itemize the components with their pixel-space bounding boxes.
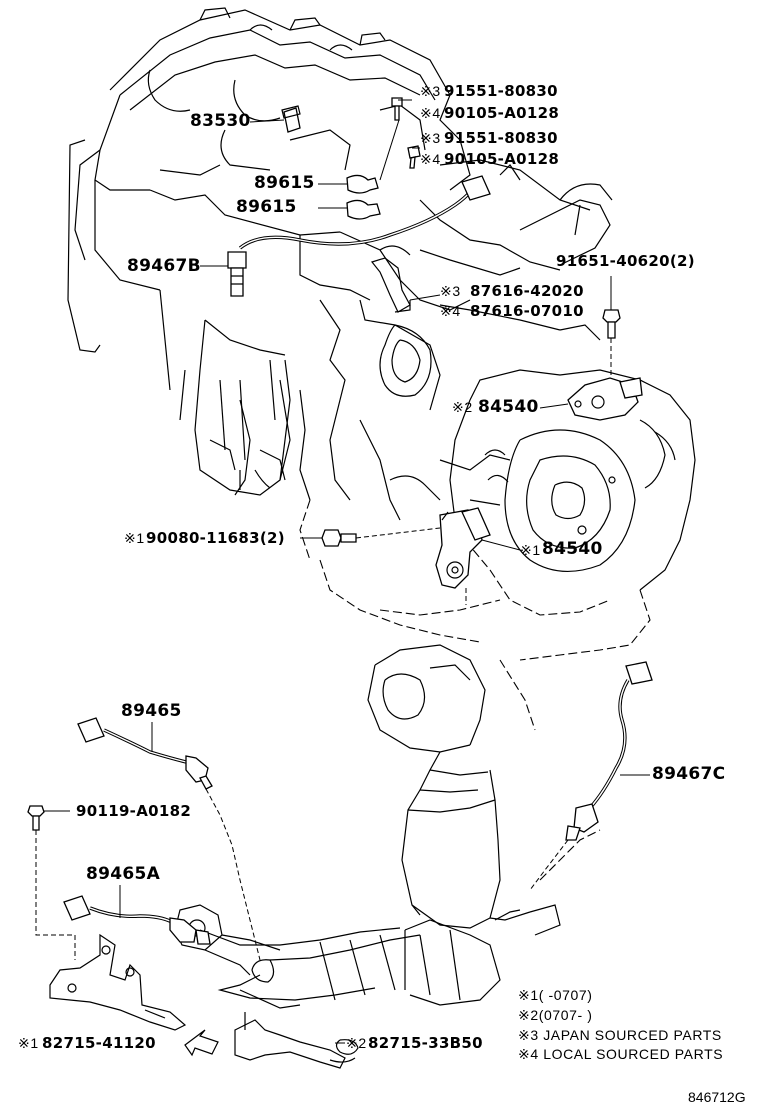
wire-clamp-part bbox=[370, 257, 411, 313]
engine-block-illustration bbox=[67, 7, 613, 521]
mark-2-b: ※2 bbox=[346, 1035, 367, 1051]
part-number-84540-1: 84540 bbox=[542, 539, 603, 559]
mark-4-b: ※4 bbox=[420, 151, 441, 167]
leader-lines bbox=[44, 99, 650, 1044]
mark-1-c: ※1 bbox=[18, 1035, 39, 1051]
mark-4-c: ※4 bbox=[440, 303, 461, 319]
air-fuel-ratio-sensor-c-part bbox=[529, 661, 653, 891]
oxygen-sensor-a-part bbox=[63, 895, 211, 945]
legend-note-4: ※4 LOCAL SOURCED PARTS bbox=[518, 1046, 724, 1062]
exhaust-stays-illustration bbox=[49, 933, 359, 1069]
upper-catalyst-illustration bbox=[194, 319, 291, 496]
part-number-84540-2: 84540 bbox=[478, 397, 539, 417]
part-number-87616-42020: 87616-42020 bbox=[470, 282, 584, 300]
oxygen-sensor-part bbox=[77, 717, 261, 961]
figure-reference-number: 846712G bbox=[688, 1089, 746, 1105]
mark-1-a: ※1 bbox=[124, 530, 145, 546]
bolt-90119-part bbox=[27, 805, 76, 960]
neutral-start-switch-1-part bbox=[321, 507, 491, 605]
part-number-91551-lower: 91551-80830 bbox=[444, 129, 558, 147]
part-number-91551-upper: 91551-80830 bbox=[444, 82, 558, 100]
mark-2-a: ※2 bbox=[452, 399, 473, 415]
legend-note-1: ※1( -0707) bbox=[518, 987, 593, 1003]
mark-3-a: ※3 bbox=[420, 83, 441, 99]
oil-pressure-switch-part bbox=[281, 105, 301, 133]
part-number-90080: 90080-11683(2) bbox=[146, 529, 285, 547]
transmission-illustration bbox=[299, 369, 696, 661]
legend-note-2: ※2(0707- ) bbox=[518, 1007, 593, 1023]
part-number-89465a: 89465A bbox=[86, 864, 161, 884]
mark-1-b: ※1 bbox=[520, 542, 541, 558]
knock-sensor-part bbox=[346, 174, 381, 220]
part-number-89467c: 89467C bbox=[652, 764, 726, 784]
part-number-87616-07010: 87616-07010 bbox=[470, 302, 584, 320]
exhaust-manifold-illustration bbox=[174, 644, 601, 1009]
part-number-82715-33b50: 82715-33B50 bbox=[368, 1034, 483, 1052]
legend-note-3: ※3 JAPAN SOURCED PARTS bbox=[518, 1027, 722, 1043]
air-fuel-ratio-sensor-b-part bbox=[227, 175, 491, 297]
bolt-part bbox=[391, 97, 421, 169]
part-number-89465: 89465 bbox=[121, 701, 182, 721]
mark-4-a: ※4 bbox=[420, 105, 441, 121]
part-number-83530: 83530 bbox=[190, 111, 251, 131]
bolt-91651-part bbox=[602, 309, 621, 378]
part-number-90119: 90119-A0182 bbox=[76, 802, 192, 820]
part-number-90105-upper: 90105-A0128 bbox=[444, 104, 560, 122]
part-number-89615-upper: 89615 bbox=[254, 173, 315, 193]
part-number-89615-lower: 89615 bbox=[236, 197, 297, 217]
part-number-82715-41120: 82715-41120 bbox=[42, 1034, 156, 1052]
part-number-91651: 91651-40620(2) bbox=[556, 252, 695, 270]
mark-3-b: ※3 bbox=[420, 130, 441, 146]
mark-3-c: ※3 bbox=[440, 283, 461, 299]
part-number-89467b: 89467B bbox=[127, 256, 201, 276]
part-number-90105-lower: 90105-A0128 bbox=[444, 150, 560, 168]
neutral-start-switch-2-part bbox=[567, 377, 643, 421]
